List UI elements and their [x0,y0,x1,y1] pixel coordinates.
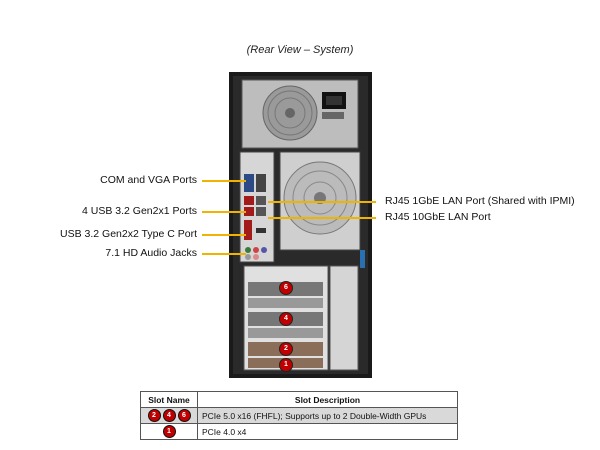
audio-jack [261,247,267,253]
callout-rj45-10gbe: RJ45 10GbE LAN Port [385,211,491,223]
vga-port [244,174,254,192]
com-port [256,174,266,192]
callout-line [202,180,246,182]
callout-usb-gen2x1: 4 USB 3.2 Gen2x1 Ports [82,205,197,217]
table-row: 1 PCIe 4.0 x4 [140,423,458,440]
usb-port [244,207,254,216]
callout-line [202,253,246,255]
callout-line [202,211,246,213]
callout-usb-typec: USB 3.2 Gen2x2 Type C Port [60,228,197,240]
audio-jack [253,254,259,260]
table-header-slot-name: Slot Name [140,391,198,408]
slot-description: PCIe 4.0 x4 [197,423,458,440]
usb-port [244,220,252,240]
audio-jack [253,247,259,253]
callout-audio: 7.1 HD Audio Jacks [105,247,197,259]
blue-latch [360,250,365,268]
callout-rj45-1gbe: RJ45 1GbE LAN Port (Shared with IPMI) [385,195,575,207]
figure-caption: (Rear View – System) [246,44,354,56]
side-vent [329,265,359,371]
callout-line [268,217,376,219]
audio-jack [245,247,251,253]
slot-badge: 6 [177,409,191,422]
slot-badge-1: 1 [279,358,293,372]
callout-line [268,201,376,203]
usb-typec-port [256,228,266,233]
slot-badge-4: 4 [279,312,293,326]
rj45-port [256,207,266,216]
slot-badge-2: 2 [279,342,293,356]
callout-com-vga: COM and VGA Ports [100,174,197,186]
slot-badge: 1 [162,425,176,438]
callout-line [202,234,246,236]
slot-badge: 2 [147,409,161,422]
slot-badge: 4 [162,409,176,422]
table-header-slot-description: Slot Description [197,391,458,408]
slot-badge-6: 6 [279,281,293,295]
slot-description: PCIe 5.0 x16 (FHFL); Supports up to 2 Do… [197,407,458,424]
audio-jack [245,254,251,260]
rj45-port [256,196,266,205]
usb-port [244,196,254,205]
